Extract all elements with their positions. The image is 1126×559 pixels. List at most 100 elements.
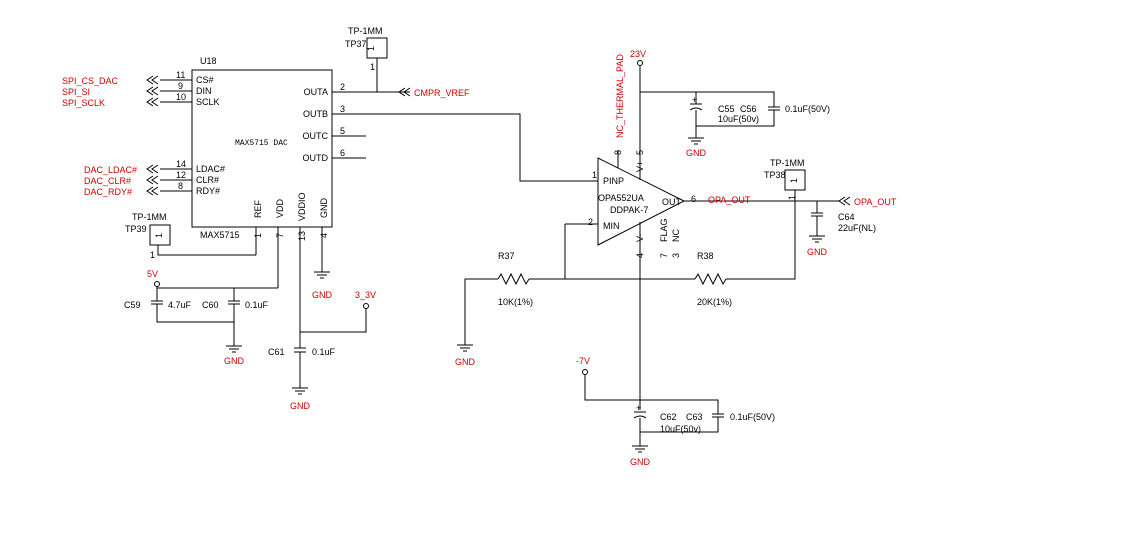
opamp-pin-num: 5 bbox=[635, 150, 645, 155]
c59-ref: C59 bbox=[124, 300, 141, 310]
opamp-pin-num: 1 bbox=[592, 170, 597, 180]
c64-ref: C64 bbox=[838, 212, 855, 222]
gnd-label: GND bbox=[686, 148, 707, 158]
u18-pin-num: 11 bbox=[176, 70, 185, 80]
u18-pin-name: OUTC bbox=[303, 131, 329, 141]
c55-value: 10uF(50v) bbox=[718, 114, 759, 124]
c55-polarity: + bbox=[692, 95, 697, 105]
net-dac-clr: DAC_CLR# bbox=[84, 176, 131, 186]
net-dac-rdy: DAC_RDY# bbox=[84, 187, 132, 197]
c55-ref: C55 bbox=[718, 104, 735, 114]
c61-value: 0.1uF bbox=[312, 347, 336, 357]
net-opa-out-port: OPA_OUT bbox=[854, 197, 897, 207]
net-spi-si: SPI_SI bbox=[62, 87, 90, 97]
u18-pin-num: 10 bbox=[176, 92, 186, 102]
c56-value: 0.1uF(50V) bbox=[785, 104, 830, 114]
c62-polarity: + bbox=[636, 403, 641, 413]
tp39-ref: TP39 bbox=[125, 224, 147, 234]
u18-pin-num: 1 bbox=[253, 233, 263, 238]
gnd-symbol-c60 bbox=[226, 345, 242, 353]
c60-value: 0.1uF bbox=[245, 300, 269, 310]
u18-pin-name: DIN bbox=[196, 86, 212, 96]
opamp-pin-name: NC bbox=[671, 229, 681, 242]
tp37-pin-num: 1 bbox=[370, 62, 375, 72]
c63-value: 0.1uF(50V) bbox=[730, 412, 775, 422]
tp37-ref: TP37 bbox=[345, 39, 367, 49]
u18-pin-name: LDAC# bbox=[196, 164, 225, 174]
net-nc-thermal-pad: NC_THERMAL_PAD bbox=[615, 54, 625, 138]
tp39-testpoint: TP-1MM TP39 1 1 bbox=[125, 212, 256, 260]
feedback-network: R37 10K(1%) R38 20K(1%) GND bbox=[455, 201, 796, 367]
negative-supply-decoupling: -7V + C62 10uF(50v) C63 0.1uF(50V) GND bbox=[576, 356, 775, 467]
c59-value: 4.7uF bbox=[168, 300, 192, 310]
u18-pin-name: VDDIO bbox=[297, 192, 307, 221]
opamp-package: DDPAK-7 bbox=[610, 205, 648, 215]
opamp-pin-num: 6 bbox=[691, 194, 696, 204]
gnd-label: GND bbox=[807, 247, 828, 257]
c61-ref: C61 bbox=[268, 347, 285, 357]
u18-right-pins: 2 3 5 6 OUTA OUTB OUTC OUTD bbox=[303, 82, 366, 163]
tp38-pin-label: 1 bbox=[789, 178, 799, 183]
net-cmpr-vref: CMPR_VREF bbox=[414, 88, 470, 98]
net-n7v: -7V bbox=[576, 356, 590, 366]
opamp-pin-name: OUT bbox=[662, 197, 682, 207]
u18-desc: MAX5715 DAC bbox=[235, 139, 288, 148]
net-dac-ldac: DAC_LDAC# bbox=[84, 165, 137, 175]
c62-value: 10uF(50v) bbox=[660, 424, 701, 434]
gnd-label: GND bbox=[455, 357, 476, 367]
tp37-testpoint: TP-1MM TP37 1 1 CMPR_VREF bbox=[345, 26, 470, 98]
gnd-label: GND bbox=[290, 401, 311, 411]
u18-left-pins: 11 9 10 14 12 8 CS# DIN SCLK LDAC# CLR# … bbox=[160, 70, 225, 196]
opamp-pin-num: 2 bbox=[588, 217, 593, 227]
u18-pin-name: OUTA bbox=[304, 87, 328, 97]
u18-pin-num: 12 bbox=[176, 170, 186, 180]
r37-ref: R37 bbox=[498, 251, 515, 261]
tp39-pin-num: 1 bbox=[150, 250, 155, 260]
u18-pin-name: CS# bbox=[196, 75, 214, 85]
c56-ref: C56 bbox=[740, 104, 757, 114]
tp37-pin-label: 1 bbox=[366, 46, 376, 51]
u18-pin-num: 4 bbox=[319, 233, 329, 238]
u18-ground: GND bbox=[312, 271, 333, 300]
u18-pin-name: CLR# bbox=[196, 175, 219, 185]
u18-pin-num: 3 bbox=[340, 104, 345, 114]
gnd-label: GND bbox=[312, 290, 333, 300]
opamp-opa552: OPA552UA DDPAK-7 PINP MIN OUT V+ V- FLAG… bbox=[565, 54, 795, 410]
u18-part: MAX5715 bbox=[200, 230, 240, 240]
tp39-pin-label: 1 bbox=[154, 233, 164, 238]
tp38-ref: TP38 bbox=[764, 170, 786, 180]
u18-pin-name: OUTD bbox=[303, 153, 329, 163]
tp39-part: TP-1MM bbox=[132, 212, 167, 222]
u18-ref: U18 bbox=[200, 56, 217, 66]
opamp-part: OPA552UA bbox=[598, 193, 644, 203]
u18-bottom-pins: REF VDD VDDIO GND 1 7 13 4 bbox=[253, 192, 329, 340]
u18-pin-num: 2 bbox=[340, 82, 345, 92]
u18-pin-num: 13 bbox=[297, 231, 307, 241]
c63-ref: C63 bbox=[686, 412, 703, 422]
tp37-part: TP-1MM bbox=[348, 26, 383, 36]
net-23v: 23V bbox=[630, 49, 646, 59]
opamp-pin-num: 3 bbox=[671, 253, 681, 258]
vdd-decoupling: 5V C59 4.7uF C60 0.1uF GND bbox=[124, 269, 278, 366]
opamp-pin-num: 4 bbox=[635, 253, 645, 258]
r38-value: 20K(1%) bbox=[697, 297, 732, 307]
opamp-pin-num: 8 bbox=[613, 150, 623, 155]
tp38-part: TP-1MM bbox=[770, 158, 805, 168]
positive-supply-decoupling: 23V + C55 10uF(50v) C56 0.1uF(50V) GND bbox=[630, 49, 830, 158]
tp38-pin-num: 1 bbox=[787, 195, 797, 200]
u18-pin-name: OUTB bbox=[303, 109, 328, 119]
u18-pin-name: RDY# bbox=[196, 186, 220, 196]
u18-pin-num: 8 bbox=[178, 181, 183, 191]
opamp-pin-name: FLAG bbox=[659, 218, 669, 242]
opamp-pin-name: MIN bbox=[603, 221, 620, 231]
r37-value: 10K(1%) bbox=[498, 297, 533, 307]
wire-outb bbox=[366, 113, 598, 182]
net-5v: 5V bbox=[147, 269, 158, 279]
c60-ref: C60 bbox=[202, 300, 219, 310]
u18-pin-name: SCLK bbox=[196, 97, 220, 107]
net-spi-sclk: SPI_SCLK bbox=[62, 98, 105, 108]
u18-pin-num: 9 bbox=[178, 81, 183, 91]
net-3v3: 3_3V bbox=[355, 290, 376, 300]
u18-pin-num: 6 bbox=[340, 148, 345, 158]
